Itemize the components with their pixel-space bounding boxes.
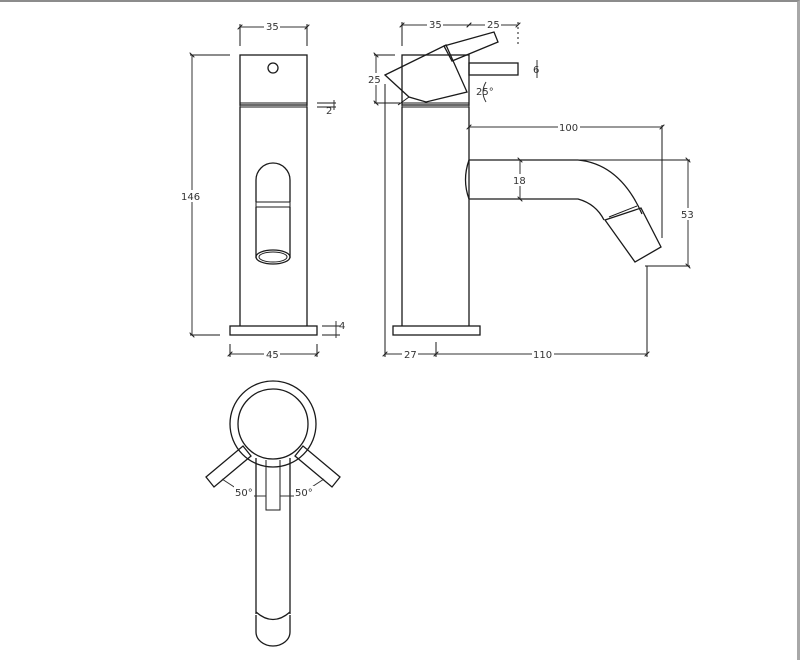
dim-base-offset: 27 [404, 350, 417, 361]
side-handle-housing [401, 54, 470, 106]
dim-lever-angle: 25° [476, 87, 494, 98]
left-lever [205, 445, 252, 488]
front-base [229, 325, 318, 336]
dim-spout-diameter: 18 [513, 176, 526, 187]
front-outlet [255, 162, 291, 202]
dim-base-width: 45 [266, 350, 279, 361]
top-body-outer [229, 380, 317, 468]
dim-spout-reach: 100 [559, 123, 578, 134]
top-spout [255, 458, 291, 614]
front-handle-block [239, 54, 308, 106]
dim-lever-thickness: 6 [533, 65, 539, 76]
right-lever [294, 445, 341, 488]
dim-spout-drop: 53 [681, 210, 694, 221]
handle-pin-icon [267, 62, 279, 74]
lever-arm [443, 31, 499, 62]
side-base [392, 325, 481, 336]
dim-right-lever-angle: 50° [295, 488, 313, 499]
lever-stub [468, 62, 519, 76]
dim-base-thickness: 4 [339, 321, 345, 332]
dim-outlet-projection: 110 [533, 350, 552, 361]
front-view: 35 146 2 4 45 [180, 20, 345, 361]
top-body-inner [237, 388, 309, 460]
spout-upper [469, 159, 643, 215]
dim-collar-gap: 2 [326, 106, 332, 117]
spout-lower [469, 198, 605, 221]
lever-block [383, 44, 468, 103]
dim-lever-reach: 25 [487, 20, 500, 31]
dim-handle-height: 25 [368, 75, 381, 86]
dim-front-top-width: 35 [266, 22, 279, 33]
side-view: 35 25 25 6 25° 100 18 53 [368, 18, 696, 361]
top-view: 50° 50° [205, 380, 341, 647]
dim-side-body-width: 35 [429, 20, 442, 31]
front-collar [239, 102, 308, 108]
dim-front-height: 146 [181, 192, 200, 203]
dim-left-lever-angle: 50° [235, 488, 253, 499]
aerator [603, 207, 662, 263]
